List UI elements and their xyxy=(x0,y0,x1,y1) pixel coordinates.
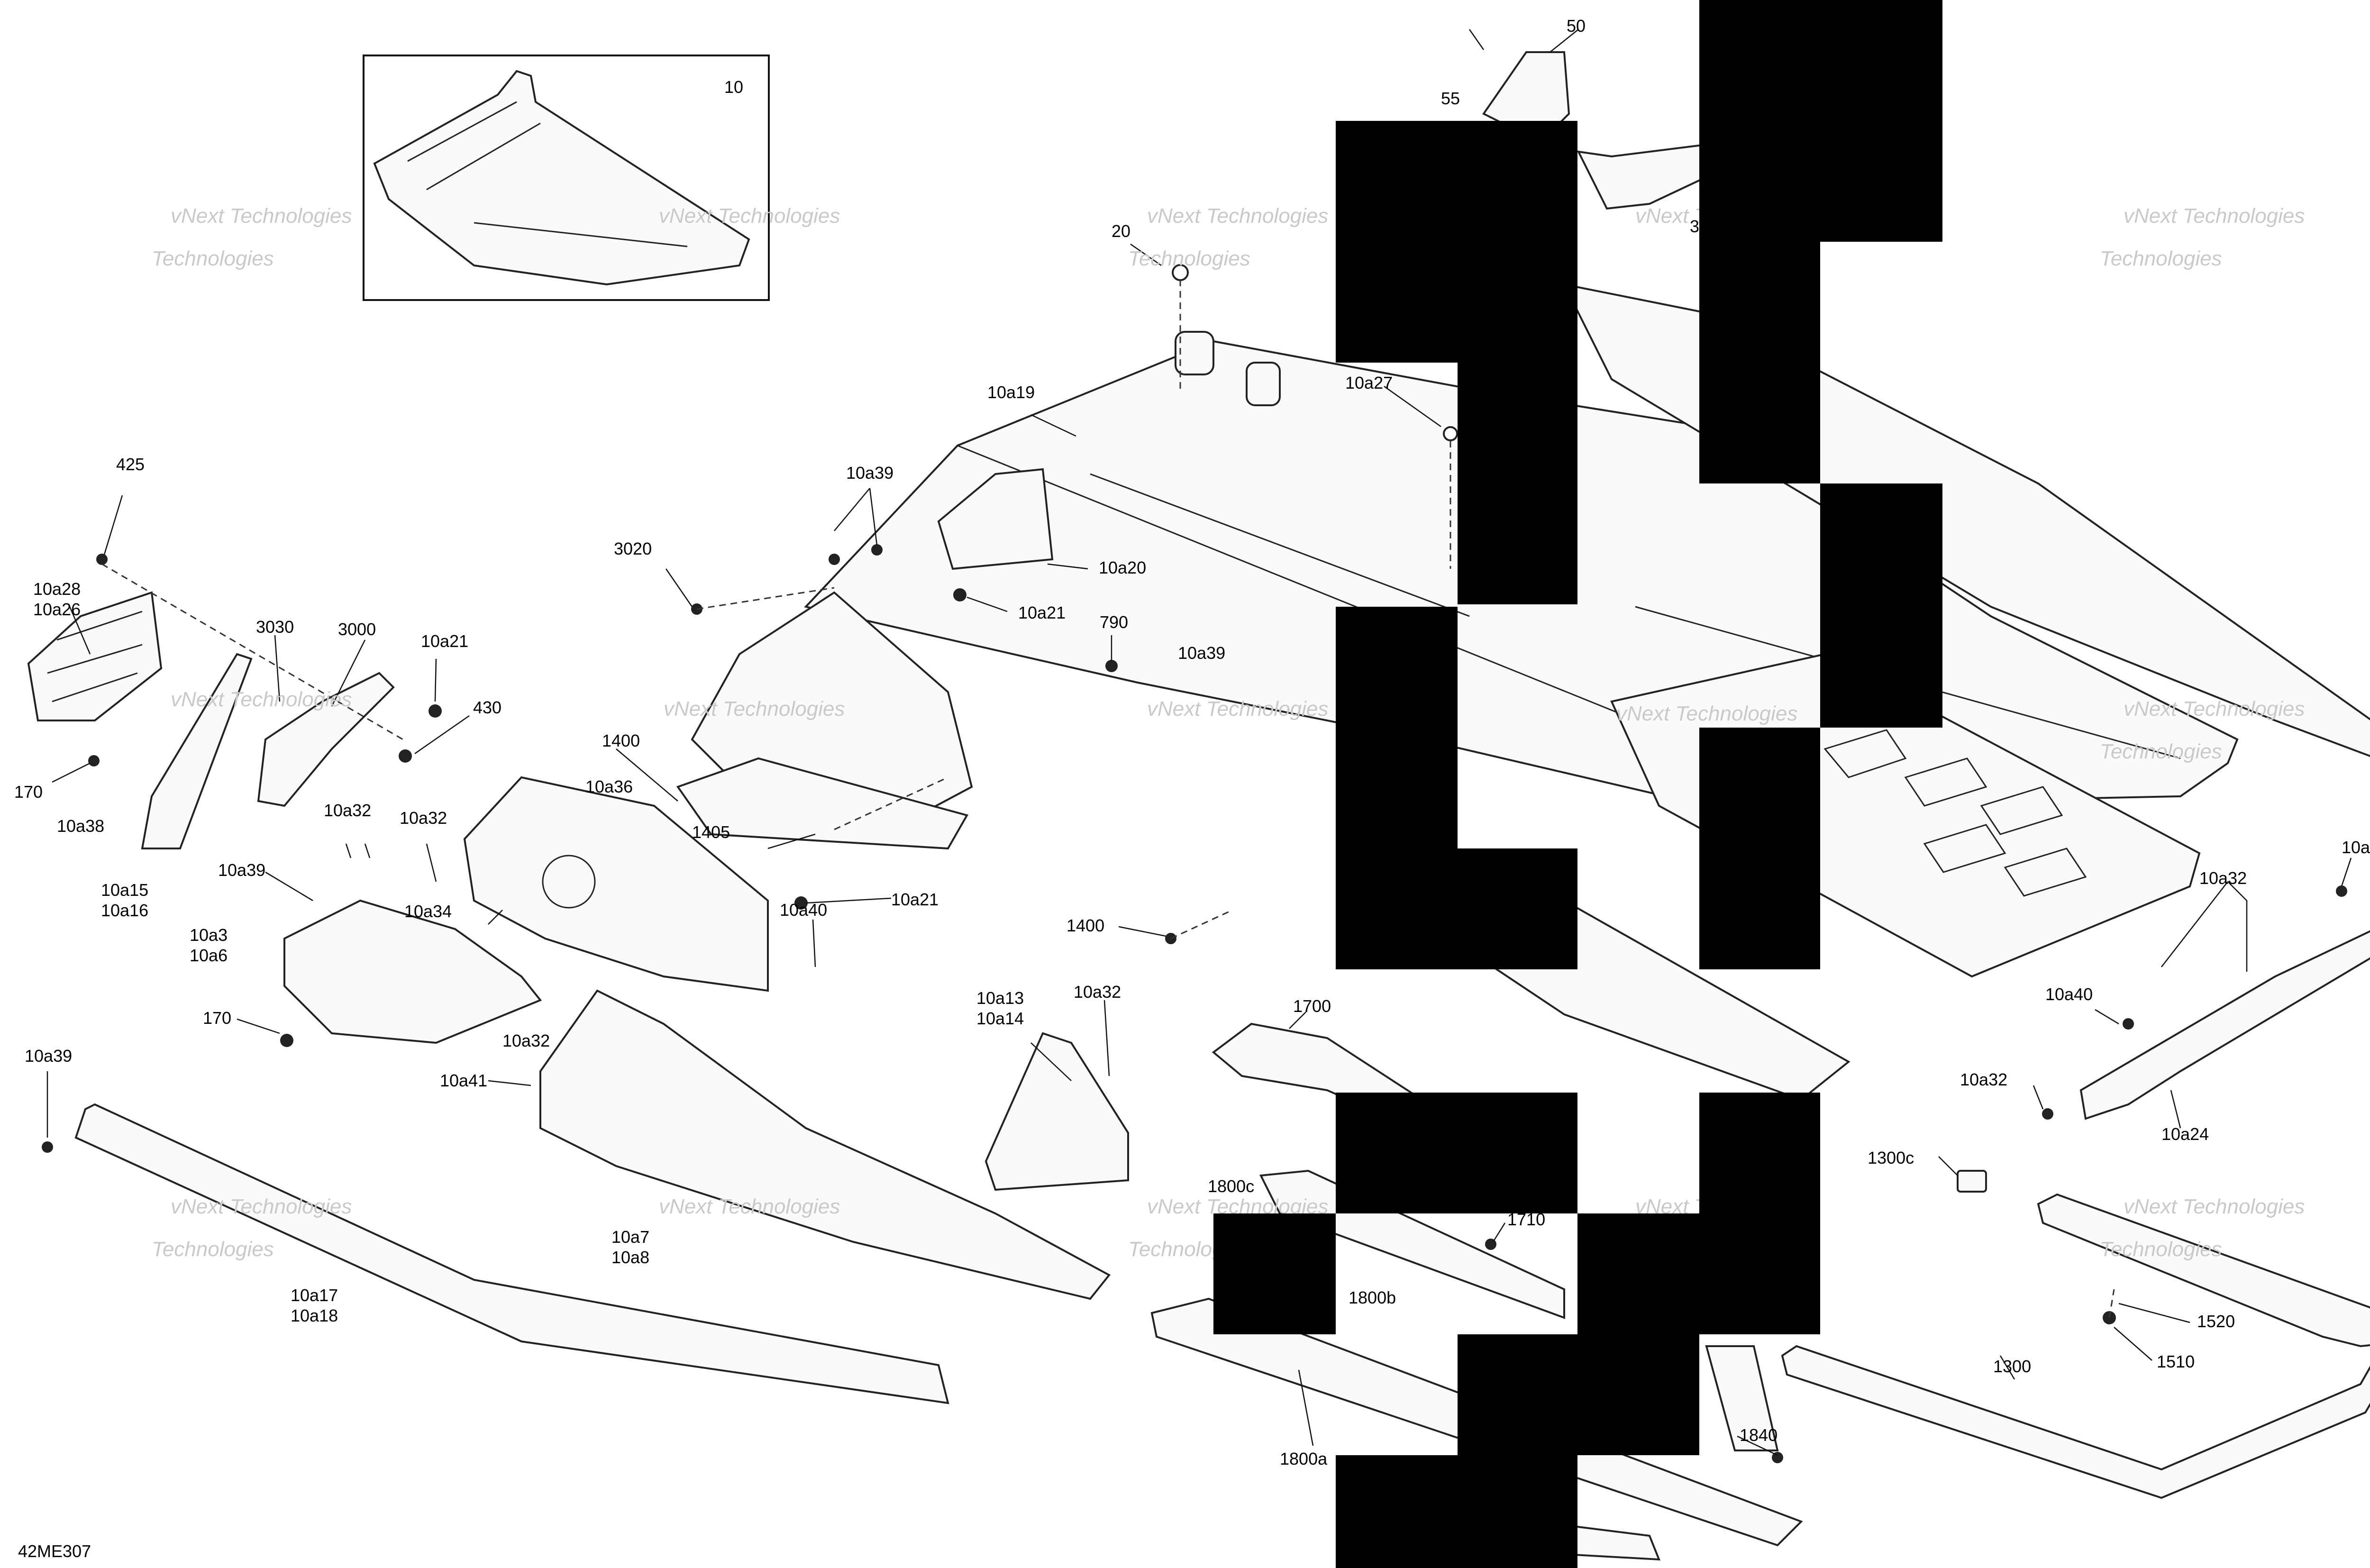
callout-170: 170 xyxy=(14,782,43,802)
callout-10a28: 10a28 xyxy=(33,579,81,599)
watermark-text: vNext Technologies xyxy=(664,697,845,720)
callout-10a32: 10a32 xyxy=(324,801,371,820)
callout-1700: 1700 xyxy=(1293,996,1331,1016)
watermark-layer: vNext Technologies Technologies vNext Te… xyxy=(152,204,2305,1261)
callout-10a41: 10a41 xyxy=(440,1071,487,1090)
watermark-text: vNext Technologies xyxy=(171,688,352,711)
callout-1520: 1520 xyxy=(2197,1312,2235,1331)
callout-10a19: 10a19 xyxy=(987,383,1035,402)
callout-10a27: 10a27 xyxy=(1345,373,1393,392)
callout-430: 430 xyxy=(473,698,501,717)
callout-10a38: 10a38 xyxy=(57,816,104,836)
callout-10a39: 10a39 xyxy=(1178,643,1225,663)
callout-10a14: 10a14 xyxy=(976,1009,1024,1028)
callout-10a7: 10a7 xyxy=(611,1227,649,1247)
watermark-text: Technologies xyxy=(152,1238,274,1261)
callout-425: 425 xyxy=(116,455,145,474)
callout-10a32: 10a32 xyxy=(400,808,447,828)
callout-1800c: 1800c xyxy=(1208,1176,1254,1196)
callout-1405: 1405 xyxy=(692,822,730,842)
callout-10: 10 xyxy=(724,77,743,97)
drawing-code: 42ME307 xyxy=(18,1541,91,1561)
running-boards xyxy=(74,989,1803,1561)
top-handle-parts xyxy=(1482,51,1732,210)
callout-10a18: 10a18 xyxy=(291,1306,338,1325)
watermark-text: vNext Technologies xyxy=(1616,702,1797,725)
callout-10a32: 10a32 xyxy=(1074,982,1121,1002)
callout-labels: 20 50 55 3010 10a19 10a27 10a39 10a20 10… xyxy=(14,16,2370,1468)
assembly-dash-lines xyxy=(101,280,2115,1318)
callout-10a24: 10a24 xyxy=(2161,1124,2209,1144)
watermark-text: vNext Technologies xyxy=(2124,204,2305,228)
inset-assembly-view: 10 xyxy=(363,55,770,301)
callout-10a40: 10a40 xyxy=(2342,838,2370,857)
callout-10a17: 10a17 xyxy=(291,1285,338,1305)
watermark-text: Technologies xyxy=(152,247,274,270)
callout-10a36: 10a36 xyxy=(585,777,633,796)
callout-170: 170 xyxy=(203,1008,231,1028)
callout-10a3: 10a3 xyxy=(190,925,228,945)
watermark-text: Technologies xyxy=(1128,247,1250,270)
callout-10a39: 10a39 xyxy=(25,1046,72,1066)
callout-10a8: 10a8 xyxy=(611,1248,649,1267)
callout-10a13: 10a13 xyxy=(976,988,1024,1008)
watermark-text: vNext Technologies xyxy=(659,1195,840,1218)
callout-20: 20 xyxy=(1112,221,1130,241)
callout-10a40: 10a40 xyxy=(2045,985,2093,1004)
watermark-text: Technologies xyxy=(2100,1238,2222,1261)
callout-50: 50 xyxy=(1567,16,1586,36)
callout-10a16: 10a16 xyxy=(101,901,148,920)
callout-10a21: 10a21 xyxy=(421,631,468,651)
callout-10a32: 10a32 xyxy=(502,1031,550,1050)
callout-1300: 1300 xyxy=(1993,1357,2031,1376)
callout-55: 55 xyxy=(1441,89,1460,108)
callout-1840: 1840 xyxy=(1740,1425,1778,1445)
callout-10a26: 10a26 xyxy=(33,600,81,619)
watermark-text: vNext Technologies xyxy=(171,1195,352,1218)
watermark-text: Technologies xyxy=(2100,740,2222,763)
callout-10a32: 10a32 xyxy=(2199,868,2247,888)
callout-10a39: 10a39 xyxy=(846,463,893,483)
callout-10a21: 10a21 xyxy=(1018,603,1066,622)
watermark-text: vNext Technologies xyxy=(1147,697,1328,720)
watermark-text: vNext Technologies xyxy=(2124,697,2305,720)
callout-3020: 3020 xyxy=(614,539,652,558)
callout-10a15: 10a15 xyxy=(101,880,148,900)
watermark-text: vNext Technologies xyxy=(1147,204,1328,228)
watermark-text: vNext Technologies xyxy=(171,204,352,228)
callout-1400: 1400 xyxy=(602,731,640,750)
tunnel-assembly xyxy=(804,283,2370,1101)
watermark-text: Technologies xyxy=(2100,247,2222,270)
callout-1400: 1400 xyxy=(1066,916,1104,935)
rear-bumper xyxy=(1781,930,2370,1499)
callout-10a20: 10a20 xyxy=(1099,558,1146,577)
left-side-components xyxy=(27,591,973,1044)
callout-3000: 3000 xyxy=(338,620,376,639)
callout-1510: 1510 xyxy=(2157,1352,2195,1371)
watermark-text: vNext Technologies xyxy=(659,204,840,228)
callout-10a40: 10a40 xyxy=(780,900,827,920)
callout-10a34: 10a34 xyxy=(404,902,452,921)
callout-1300c: 1300c xyxy=(1868,1148,1914,1167)
callout-790: 790 xyxy=(1100,612,1128,632)
callout-10a32: 10a32 xyxy=(1960,1070,2007,1089)
callout-10a6: 10a6 xyxy=(190,946,228,965)
watermark-text: vNext Technologies xyxy=(2124,1195,2305,1218)
redaction-blocks xyxy=(1213,0,1942,1568)
callout-10a39: 10a39 xyxy=(218,860,265,880)
callout-3030: 3030 xyxy=(256,617,294,637)
callout-1800b: 1800b xyxy=(1349,1288,1396,1307)
callout-1800a: 1800a xyxy=(1280,1449,1328,1468)
callout-10a21: 10a21 xyxy=(891,890,939,909)
callout-leader-lines xyxy=(46,29,2352,1456)
